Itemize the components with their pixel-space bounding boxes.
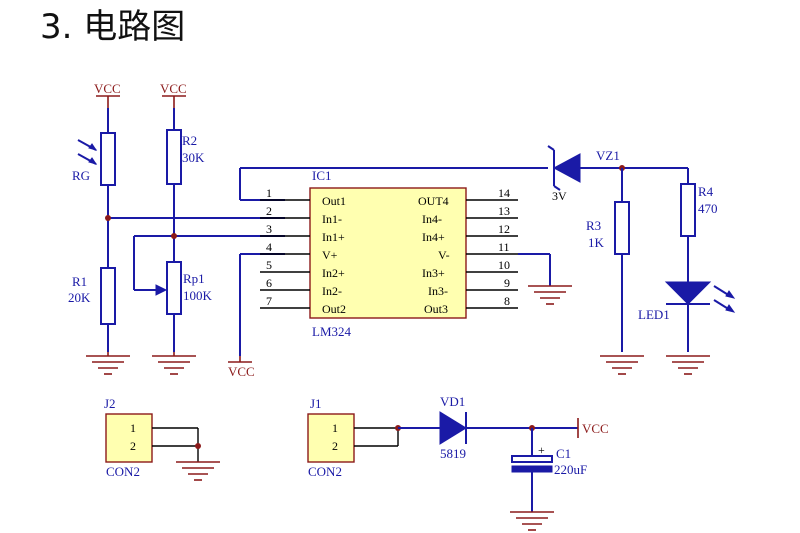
led1: LED1 bbox=[638, 281, 736, 352]
pin-num-9: 9 bbox=[504, 276, 510, 290]
pin-name-in1-plus: In1+ bbox=[322, 230, 345, 244]
j1-part: CON2 bbox=[308, 464, 342, 479]
pin-name-in3-minus: In3- bbox=[428, 284, 448, 298]
r1-value: 20K bbox=[68, 290, 91, 305]
vcc-symbol-rg: VCC bbox=[94, 81, 121, 108]
photoresistor-rg: RG bbox=[72, 108, 116, 268]
capacitor-name: C1 bbox=[556, 446, 571, 461]
j2-pin1: 1 bbox=[130, 421, 136, 435]
pin-name-vplus: V+ bbox=[322, 248, 338, 262]
vcc-symbol-ic: VCC bbox=[228, 356, 255, 379]
pin-name-in3-plus: In3+ bbox=[422, 266, 445, 280]
ground-symbol-ic bbox=[528, 285, 572, 305]
pin-name-in2-plus: In2+ bbox=[322, 266, 345, 280]
pin-num-6: 6 bbox=[266, 276, 272, 290]
resistor-r1: R1 20K bbox=[68, 267, 116, 352]
rp1-value: 100K bbox=[183, 288, 213, 303]
resistor-r4: R4 470 bbox=[680, 168, 718, 282]
zener-value: 3V bbox=[552, 189, 567, 203]
pin-num-1: 1 bbox=[266, 186, 272, 200]
connector-j2: J2 1 2 CON2 bbox=[104, 396, 201, 479]
vcc-label-supply: VCC bbox=[582, 421, 609, 436]
diode-value: 5819 bbox=[440, 446, 466, 461]
r2-name: R2 bbox=[182, 133, 197, 148]
capacitor-value: 220uF bbox=[554, 462, 587, 477]
pin-num-4: 4 bbox=[266, 240, 272, 254]
vcc-symbol-r2: VCC bbox=[160, 81, 187, 108]
pin-name-out4: OUT4 bbox=[418, 194, 449, 208]
led-label: LED1 bbox=[638, 307, 670, 322]
r4-name: R4 bbox=[698, 184, 714, 199]
j1-pin2: 2 bbox=[332, 439, 338, 453]
pin-name-out2: Out2 bbox=[322, 302, 346, 316]
ic-left-pins: 1 2 3 4 5 6 7 Out1 In1- In1+ V+ In2+ In2… bbox=[260, 186, 346, 316]
pin-num-11: 11 bbox=[498, 240, 510, 254]
r3-value: 1K bbox=[588, 235, 605, 250]
resistor-r3: R3 1K bbox=[586, 168, 630, 352]
pin-name-in1-minus: In1- bbox=[322, 212, 342, 226]
zener-name: VZ1 bbox=[596, 148, 620, 163]
connector-j1: J1 1 2 CON2 bbox=[307, 396, 401, 479]
j2-pin2: 2 bbox=[130, 439, 136, 453]
resistor-r2: R2 30K bbox=[166, 108, 205, 262]
diode-name: VD1 bbox=[440, 394, 465, 409]
pin-name-vminus: V- bbox=[438, 248, 450, 262]
zener-vz1: VZ1 3V bbox=[547, 145, 688, 203]
r4-value: 470 bbox=[698, 201, 718, 216]
pin-num-3: 3 bbox=[266, 222, 272, 236]
capacitor-c1: + C1 220uF bbox=[511, 428, 587, 512]
page-title: 3. 电路图 bbox=[40, 7, 185, 47]
pin-name-in2-minus: In2- bbox=[322, 284, 342, 298]
pin-num-5: 5 bbox=[266, 258, 272, 272]
ic-ref: IC1 bbox=[312, 168, 332, 183]
pin-name-in4-minus: In4- bbox=[422, 212, 442, 226]
junction-r2-rp1 bbox=[171, 233, 177, 239]
ic-body bbox=[309, 187, 467, 319]
ground-symbol-c1 bbox=[510, 511, 554, 531]
diode-vd1: VD1 5819 bbox=[398, 394, 578, 461]
ground-symbol-r1 bbox=[86, 352, 130, 375]
ic-lm324: IC1 LM324 1 2 3 4 5 6 7 Out1 In1- In1+ V… bbox=[260, 168, 518, 339]
ground-symbol-j2 bbox=[176, 461, 220, 481]
j1-ref: J1 bbox=[310, 396, 322, 411]
r3-name: R3 bbox=[586, 218, 601, 233]
r1-name: R1 bbox=[72, 274, 87, 289]
ground-symbol-rp1 bbox=[152, 352, 196, 375]
rp1-name: Rp1 bbox=[183, 271, 205, 286]
vcc-label-r2: VCC bbox=[160, 81, 187, 96]
pin-num-8: 8 bbox=[504, 294, 510, 308]
pin-num-7: 7 bbox=[266, 294, 272, 308]
ground-symbol-r3 bbox=[600, 355, 644, 375]
pin-num-12: 12 bbox=[498, 222, 510, 236]
pin-num-13: 13 bbox=[498, 204, 510, 218]
pin-name-out1: Out1 bbox=[322, 194, 346, 208]
j1-pin1: 1 bbox=[332, 421, 338, 435]
pin-num-2: 2 bbox=[266, 204, 272, 218]
pin-name-out3: Out3 bbox=[424, 302, 448, 316]
ic-part: LM324 bbox=[312, 324, 352, 339]
j2-ref: J2 bbox=[104, 396, 116, 411]
junction-rg-r1 bbox=[105, 215, 111, 221]
capacitor-polarity: + bbox=[538, 443, 545, 457]
vcc-symbol-supply: VCC bbox=[577, 418, 609, 438]
r2-value: 30K bbox=[182, 150, 205, 165]
j2-part: CON2 bbox=[106, 464, 140, 479]
ic-right-pins: 14 13 12 11 10 9 8 OUT4 In4- In4+ V- In3… bbox=[418, 186, 518, 316]
vcc-label-rg: VCC bbox=[94, 81, 121, 96]
rg-label: RG bbox=[72, 168, 90, 183]
pin-num-14: 14 bbox=[498, 186, 510, 200]
ground-symbol-led bbox=[666, 355, 710, 375]
potentiometer-rp1: Rp1 100K bbox=[133, 236, 213, 352]
pin-num-10: 10 bbox=[498, 258, 510, 272]
vcc-label-ic: VCC bbox=[228, 364, 255, 379]
pin-name-in4-plus: In4+ bbox=[422, 230, 445, 244]
